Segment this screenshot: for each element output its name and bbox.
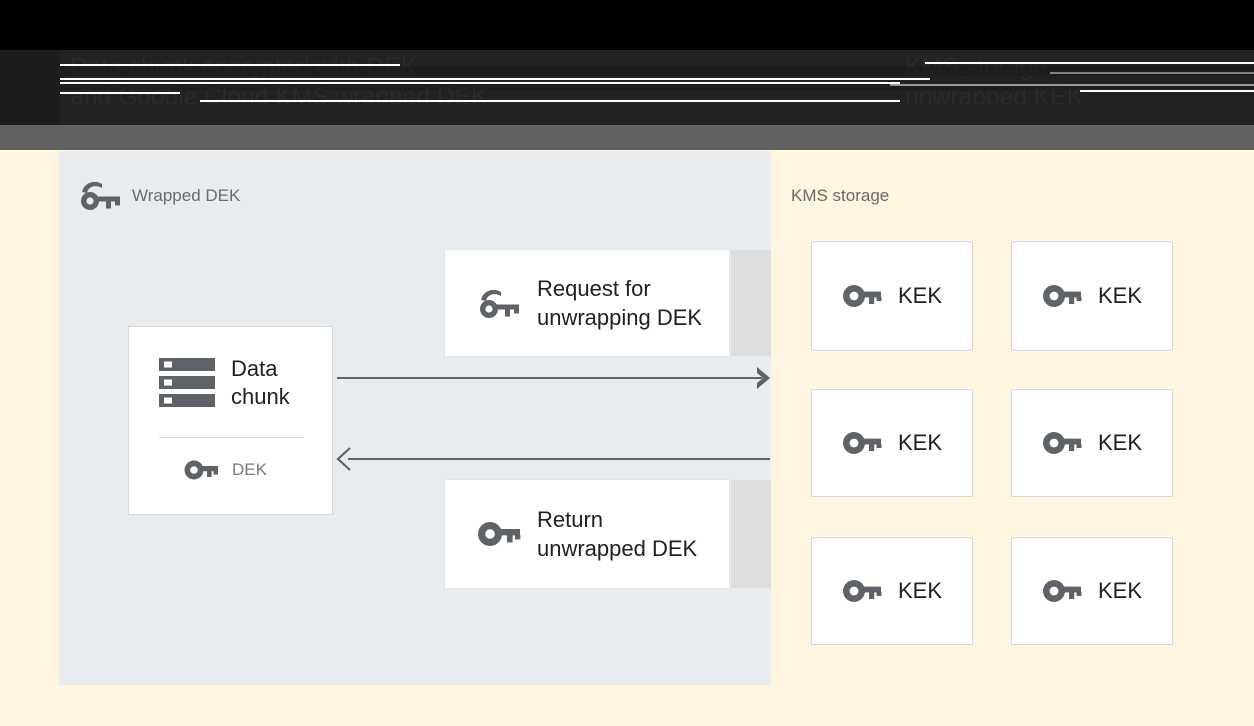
kek-card-label: KEK	[1097, 283, 1143, 308]
data-chunk-row: Data chunk	[159, 355, 290, 411]
kek-card-label: KEK	[897, 430, 943, 455]
scanline-artifact	[1080, 90, 1254, 92]
scanline-artifact	[0, 104, 1254, 125]
scanline-artifact	[200, 100, 900, 102]
key-icon	[184, 460, 218, 480]
kek-card-content: KEK	[1042, 429, 1142, 457]
kek-card-label: KEK	[1097, 430, 1143, 455]
request-arrow-head	[757, 367, 770, 389]
wrapped-key-icon	[81, 181, 120, 210]
dek-label: DEK	[232, 460, 267, 479]
return-arrow-line	[348, 458, 770, 460]
request-arrow-line	[337, 377, 762, 379]
request-unwrapping-dek-card[interactable]: Request for unwrapping DEK	[444, 249, 771, 357]
key-icon	[842, 432, 882, 454]
kek-card[interactable]: KEK	[1011, 389, 1173, 497]
data-chunk-label: Data chunk	[231, 356, 290, 409]
storage-stack-icon	[159, 358, 215, 407]
kek-card[interactable]: KEK	[811, 389, 973, 497]
kek-card[interactable]: KEK	[1011, 537, 1173, 645]
key-icon	[1042, 432, 1082, 454]
return-unwrapped-dek-card[interactable]: Return unwrapped DEK	[444, 479, 771, 589]
dek-row: DEK	[184, 459, 267, 481]
kek-card-label: KEK	[1097, 578, 1143, 603]
header-gray-band	[0, 125, 1254, 150]
header-title-right: KMS storage unwrapped KEK	[905, 53, 1084, 111]
data-chunk-divider	[159, 437, 304, 438]
scanline-artifact	[890, 84, 1254, 86]
scanline-artifact	[0, 92, 180, 94]
return-arrow-head	[336, 447, 351, 471]
data-chunk-card[interactable]: Data chunk DEK	[128, 326, 333, 515]
scanline-artifact	[925, 62, 1254, 64]
request-card-content: Request for unwrapping DEK	[445, 274, 702, 332]
key-icon	[1042, 580, 1082, 602]
kek-card-content: KEK	[842, 282, 942, 310]
key-icon	[842, 285, 882, 307]
wrapped-key-icon	[480, 289, 519, 318]
request-card-strip	[731, 250, 771, 356]
kek-card[interactable]: KEK	[811, 241, 973, 351]
scanline-artifact	[0, 82, 900, 84]
request-card-label: Request for unwrapping DEK	[537, 276, 703, 330]
kek-card-content: KEK	[842, 429, 942, 457]
scanline-artifact	[0, 64, 400, 66]
kms-storage-panel-title: KMS storage	[791, 186, 890, 205]
kek-card[interactable]: KEK	[1011, 241, 1173, 351]
key-icon	[842, 580, 882, 602]
scanline-artifact	[0, 66, 1254, 76]
header-left-notch	[0, 50, 60, 125]
glitched-header-band: Data chunk encrypted with DEK and Google…	[0, 0, 1254, 125]
kek-card-label: KEK	[897, 283, 943, 308]
scanline-artifact	[0, 78, 930, 80]
kek-card-content: KEK	[842, 577, 942, 605]
kek-card[interactable]: KEK	[811, 537, 973, 645]
key-icon	[1042, 285, 1082, 307]
kek-card-content: KEK	[1042, 282, 1142, 310]
return-card-strip	[731, 480, 771, 588]
scanline-artifact	[0, 84, 1254, 90]
wrapped-dek-panel-title: Wrapped DEK	[132, 186, 241, 205]
return-card-label: Return unwrapped DEK	[537, 507, 698, 561]
kek-card-label: KEK	[897, 578, 943, 603]
kek-card-content: KEK	[1042, 577, 1142, 605]
key-icon	[478, 522, 521, 546]
return-card-content: Return unwrapped DEK	[445, 505, 697, 563]
header-top-black-bar	[0, 0, 1254, 50]
